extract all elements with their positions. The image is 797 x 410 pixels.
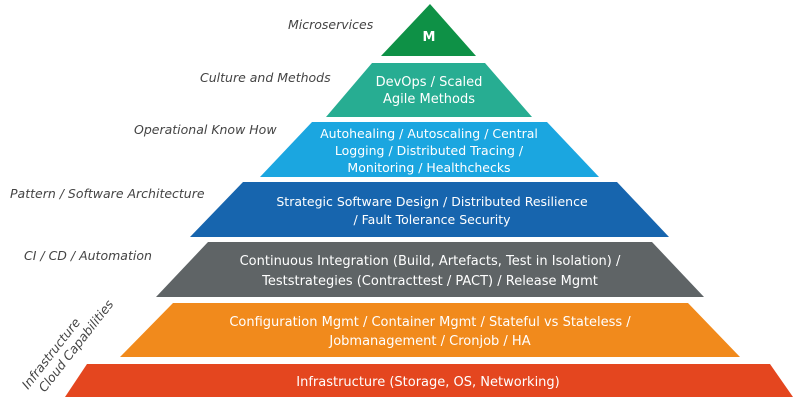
tier-cicd: Continuous Integration (Build, Artefacts… bbox=[156, 242, 704, 297]
tier-shape-config bbox=[120, 303, 740, 357]
tier-operational-line-1: Autohealing / Autoscaling / Central bbox=[320, 126, 538, 141]
side-label-cicd: CI / CD / Automation bbox=[24, 248, 152, 263]
tier-pattern-line-1: Strategic Software Design / Distributed … bbox=[276, 194, 588, 209]
tier-config-line-2: Jobmanagement / Cronjob / HA bbox=[328, 334, 530, 349]
tier-config-line-1: Configuration Mgmt / Container Mgmt / St… bbox=[229, 315, 631, 330]
tier-operational-line-3: Monitoring / Healthchecks bbox=[347, 160, 510, 175]
tier-operational-line-2: Logging / Distributed Tracing / bbox=[335, 143, 524, 158]
tier-culture: DevOps / Scaled Agile Methods bbox=[326, 63, 532, 117]
side-label-pattern: Pattern / Software Architecture bbox=[10, 186, 205, 201]
tier-shape-culture bbox=[326, 63, 532, 117]
tier-config: Configuration Mgmt / Container Mgmt / St… bbox=[120, 303, 740, 357]
tier-culture-line-2: Agile Methods bbox=[383, 92, 475, 107]
tier-pattern-line-2: / Fault Tolerance Security bbox=[353, 212, 511, 227]
tier-operational: Autohealing / Autoscaling / Central Logg… bbox=[260, 122, 599, 177]
side-label-culture: Culture and Methods bbox=[200, 70, 331, 85]
tier-shape-pattern bbox=[190, 182, 669, 237]
tier-cicd-line-1: Continuous Integration (Build, Artefacts… bbox=[240, 254, 621, 269]
side-label-operational: Operational Know How bbox=[134, 122, 277, 137]
side-label-microservices: Microservices bbox=[288, 17, 374, 32]
tier-shape-microservices bbox=[381, 4, 476, 56]
tier-culture-line-1: DevOps / Scaled bbox=[376, 75, 483, 90]
tier-shape-cicd bbox=[156, 242, 704, 297]
tier-infrastructure: Infrastructure (Storage, OS, Networking) bbox=[65, 364, 793, 397]
tier-pattern: Strategic Software Design / Distributed … bbox=[190, 182, 669, 237]
tier-microservices-line-1: M bbox=[423, 30, 436, 45]
tier-microservices: M bbox=[381, 4, 476, 56]
tier-infrastructure-line-1: Infrastructure (Storage, OS, Networking) bbox=[296, 375, 560, 390]
tier-cicd-line-2: Teststrategies (Contracttest / PACT) / R… bbox=[261, 274, 598, 289]
tier-shape-operational bbox=[260, 122, 599, 177]
tier-shape-infrastructure bbox=[65, 364, 793, 397]
